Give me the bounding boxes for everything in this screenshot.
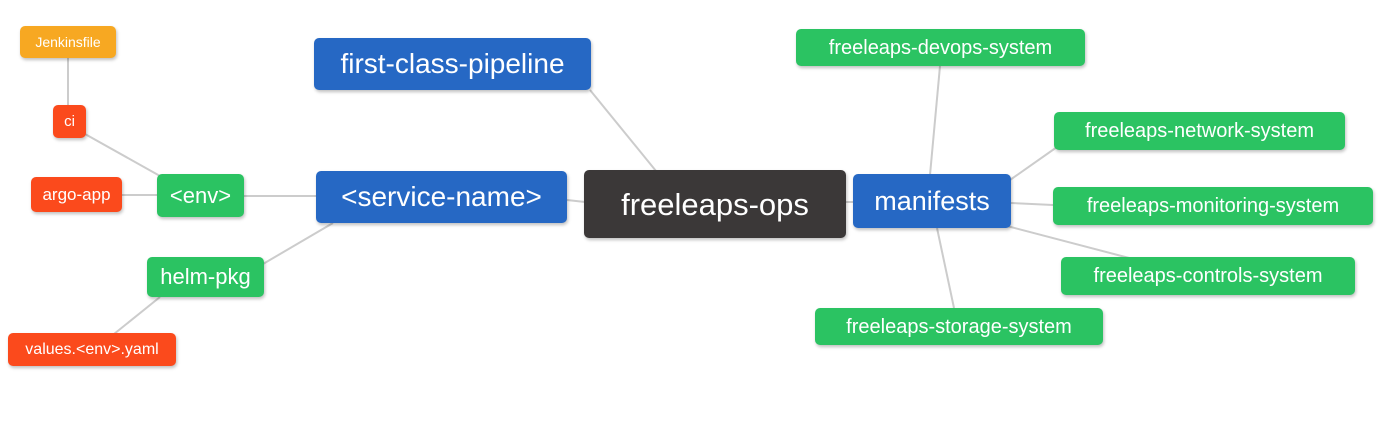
node-jenkinsfile[interactable]: Jenkinsfile [20, 26, 116, 58]
node-freeleaps-ops[interactable]: freeleaps-ops [584, 170, 846, 238]
edge-manifests-freeleaps-monitoring-system [1010, 202, 1054, 206]
node-freeleaps-devops-system[interactable]: freeleaps-devops-system [796, 29, 1085, 66]
node-helm-pkg[interactable]: helm-pkg [147, 257, 264, 297]
edge-manifests-freeleaps-controls-system [1006, 225, 1134, 260]
node-env[interactable]: <env> [157, 174, 244, 217]
node-argo-app[interactable]: argo-app [31, 177, 122, 212]
node-values-env-yaml[interactable]: values.<env>.yaml [8, 333, 176, 366]
edge-manifests-freeleaps-network-system [1009, 146, 1058, 181]
node-freeleaps-controls-system[interactable]: freeleaps-controls-system [1061, 257, 1355, 295]
node-manifests[interactable]: manifests [853, 174, 1011, 228]
edge-service-name-helm-pkg [262, 222, 334, 265]
edge-manifests-freeleaps-devops-system [929, 65, 941, 176]
node-service-name[interactable]: <service-name> [316, 171, 567, 223]
node-freeleaps-monitoring-system[interactable]: freeleaps-monitoring-system [1053, 187, 1373, 225]
node-freeleaps-network-system[interactable]: freeleaps-network-system [1054, 112, 1345, 150]
edge-service-name-freeleaps-ops [566, 199, 586, 203]
node-ci[interactable]: ci [53, 105, 86, 138]
edge-first-class-pipeline-freeleaps-ops [589, 89, 657, 172]
edge-helm-pkg-values-env-yaml [113, 296, 161, 335]
edge-ci-env [84, 133, 161, 177]
node-first-class-pipeline[interactable]: first-class-pipeline [314, 38, 591, 90]
edge-manifests-freeleaps-storage-system [936, 227, 955, 309]
node-freeleaps-storage-system[interactable]: freeleaps-storage-system [815, 308, 1103, 345]
